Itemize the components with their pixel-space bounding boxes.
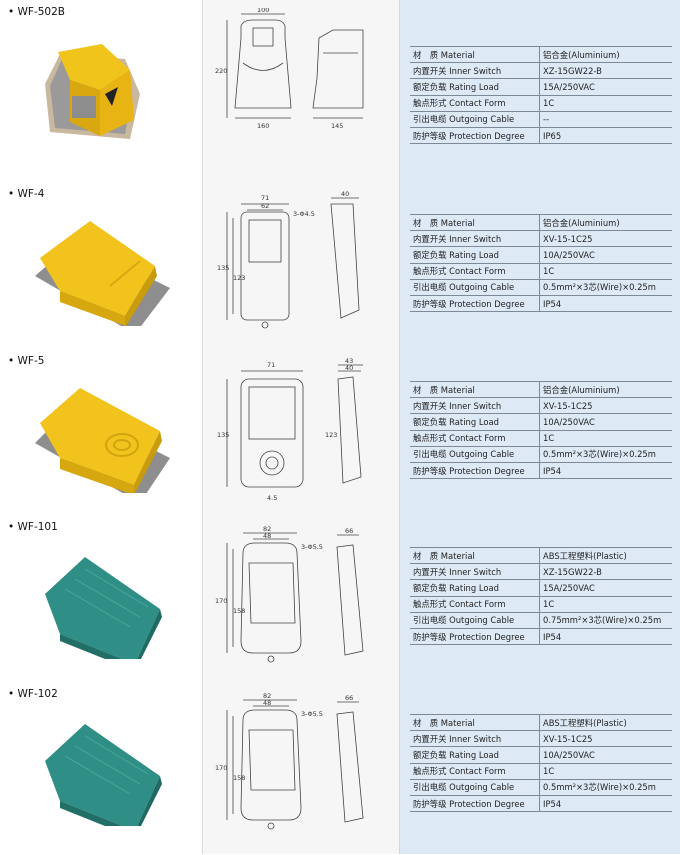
dimension-label: 170 bbox=[215, 597, 227, 605]
dimension-label: 160 bbox=[257, 122, 269, 130]
dimension-label: 3-Φ4.5 bbox=[293, 210, 315, 218]
dimension-label: 135 bbox=[217, 431, 229, 439]
dimension-label: 48 bbox=[263, 699, 271, 707]
foot-pedal-photo bbox=[35, 388, 170, 493]
dimension-label: 66 bbox=[345, 527, 353, 535]
foot-pedal-photo bbox=[45, 44, 140, 139]
technical-drawing: 71 43 40 135 123 4.5 bbox=[217, 357, 363, 502]
foot-pedal-photo bbox=[35, 221, 170, 326]
dimension-label: 158 bbox=[233, 774, 245, 782]
dimension-label: 100 bbox=[257, 8, 269, 14]
photo-column: • WF-4 bbox=[0, 182, 202, 349]
dimension-label: 123 bbox=[233, 274, 245, 282]
technical-drawing: 82 48 3-Φ5.5 66 170 158 bbox=[215, 525, 364, 663]
product-row: • WF-4 bbox=[0, 182, 680, 350]
product-row: • WF-102 bbox=[0, 682, 680, 854]
product-row: • WF-502B bbox=[0, 0, 680, 183]
photo-column: • WF-101 bbox=[0, 515, 202, 682]
model-label: • WF-502B bbox=[8, 6, 65, 18]
photo-column: • WF-102 bbox=[0, 682, 202, 854]
drawing-column: 71 43 40 135 123 4.5 bbox=[202, 349, 399, 515]
foot-pedal-photo bbox=[45, 724, 162, 826]
technical-drawing: 82 48 3-Φ5.5 66 170 158 bbox=[215, 692, 364, 830]
dimension-label: 71 bbox=[261, 194, 269, 202]
drawing-column: 71 62 3-Φ4.5 40 135 123 bbox=[202, 182, 399, 349]
dimension-label: 40 bbox=[341, 190, 349, 198]
model-label: • WF-102 bbox=[8, 688, 58, 700]
dimension-label: 3-Φ5.5 bbox=[301, 543, 323, 551]
model-label: • WF-4 bbox=[8, 188, 45, 200]
drawing-column: 82 48 3-Φ5.5 66 170 158 bbox=[202, 515, 399, 682]
dimension-label: 123 bbox=[325, 431, 337, 439]
technical-drawing: 71 62 3-Φ4.5 40 135 123 bbox=[217, 190, 360, 329]
dimension-label: 145 bbox=[331, 122, 343, 130]
product-row: • WF-101 bbox=[0, 515, 680, 683]
dimension-label: 40 bbox=[345, 364, 353, 372]
dimension-label: 4.5 bbox=[267, 494, 277, 502]
foot-pedal-photo bbox=[45, 557, 162, 659]
dimension-label: 43 bbox=[345, 357, 353, 365]
drawing-column: 100 220 160 145 bbox=[202, 0, 399, 182]
dimension-label: 220 bbox=[215, 67, 227, 75]
photo-column: • WF-502B bbox=[0, 0, 202, 182]
dimension-label: 82 bbox=[263, 525, 271, 533]
photo-column: • WF-5 bbox=[0, 349, 202, 515]
dimension-label: 48 bbox=[263, 532, 271, 540]
dimension-label: 66 bbox=[345, 694, 353, 702]
dimension-label: 135 bbox=[217, 264, 229, 272]
technical-drawing: 100 220 160 145 bbox=[215, 8, 364, 130]
dimension-label: 82 bbox=[263, 692, 271, 700]
dimension-label: 62 bbox=[261, 202, 269, 210]
drawing-column: 82 48 3-Φ5.5 66 170 158 bbox=[202, 682, 399, 854]
table-row: 引出电缆 Outgoing Cable-- bbox=[410, 111, 672, 128]
dimension-label: 170 bbox=[215, 764, 227, 772]
product-row: • WF-5 bbox=[0, 349, 680, 516]
dimension-label: 71 bbox=[267, 361, 275, 369]
model-label: • WF-5 bbox=[8, 355, 45, 367]
model-label: • WF-101 bbox=[8, 521, 58, 533]
dimension-label: 3-Φ5.5 bbox=[301, 710, 323, 718]
dimension-label: 158 bbox=[233, 607, 245, 615]
